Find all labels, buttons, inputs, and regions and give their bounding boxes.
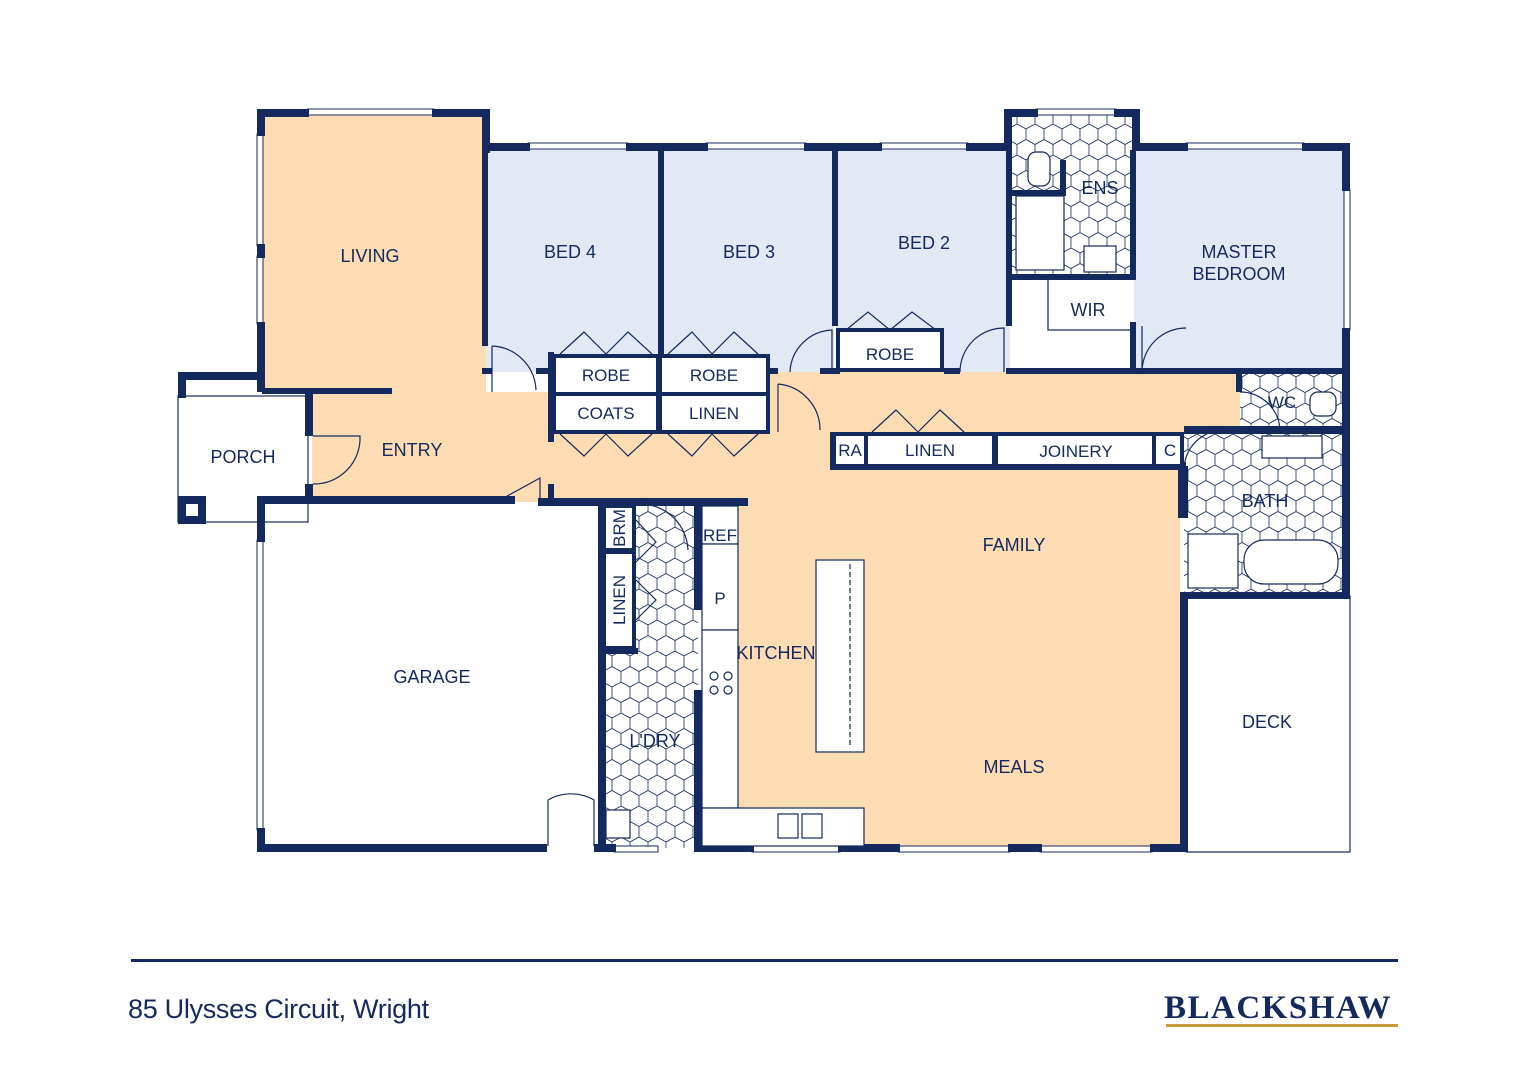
label-robe-1: ROBE xyxy=(582,366,630,385)
label-bed4: BED 4 xyxy=(544,242,596,262)
room-labels: LIVING BED 4 BED 3 BED 2 ENS MASTER BEDR… xyxy=(210,178,1296,777)
label-laundry: L'DRY xyxy=(629,731,680,751)
label-joinery: JOINERY xyxy=(1039,442,1112,461)
label-master: MASTER xyxy=(1201,242,1276,262)
hall-lower-zone xyxy=(554,434,834,502)
label-c: C xyxy=(1164,441,1176,460)
footer-divider xyxy=(131,959,1398,962)
label-ra: RA xyxy=(838,441,862,460)
label-meals: MEALS xyxy=(983,757,1044,777)
windows xyxy=(256,108,1351,853)
label-linen-1: LINEN xyxy=(689,404,739,423)
label-bath: BATH xyxy=(1242,491,1289,511)
label-coats: COATS xyxy=(577,404,634,423)
bed4-zone xyxy=(486,148,658,372)
property-address: 85 Ulysses Circuit, Wright xyxy=(128,994,429,1024)
entry-zone xyxy=(312,392,556,502)
built-ins xyxy=(552,151,1339,847)
living-zone xyxy=(262,114,486,392)
label-family: FAMILY xyxy=(983,535,1046,555)
outdoor-outlines xyxy=(177,395,1351,853)
label-kitchen: KITCHEN xyxy=(736,643,815,663)
label-deck: DECK xyxy=(1242,712,1292,732)
doors xyxy=(312,280,1281,846)
label-wc: WC xyxy=(1268,393,1296,412)
label-master-bedroom: BEDROOM xyxy=(1192,264,1285,284)
label-robe-2: ROBE xyxy=(690,366,738,385)
label-robe-3: ROBE xyxy=(866,345,914,364)
master-zone xyxy=(1134,148,1346,372)
label-porch: PORCH xyxy=(210,447,275,467)
label-ens: ENS xyxy=(1081,178,1118,198)
label-entry: ENTRY xyxy=(382,440,443,460)
label-ref: REF xyxy=(703,526,737,545)
label-bed2: BED 2 xyxy=(898,233,950,253)
label-brm: BRM xyxy=(610,509,629,547)
label-p: P xyxy=(714,589,725,608)
brand-underline xyxy=(1166,1024,1398,1027)
brand-logo: BLACKSHAW xyxy=(1164,990,1393,1026)
family-zone xyxy=(738,500,1180,847)
label-linen-3: LINEN xyxy=(610,575,629,625)
label-wir: WIR xyxy=(1071,300,1106,320)
label-bed3: BED 3 xyxy=(723,242,775,262)
label-living: LIVING xyxy=(340,246,399,266)
label-garage: GARAGE xyxy=(393,667,470,687)
floor-plan: LIVING BED 4 BED 3 BED 2 ENS MASTER BEDR… xyxy=(177,108,1351,853)
hall-lower-zone-2 xyxy=(834,464,1180,504)
label-linen-2: LINEN xyxy=(905,441,955,460)
